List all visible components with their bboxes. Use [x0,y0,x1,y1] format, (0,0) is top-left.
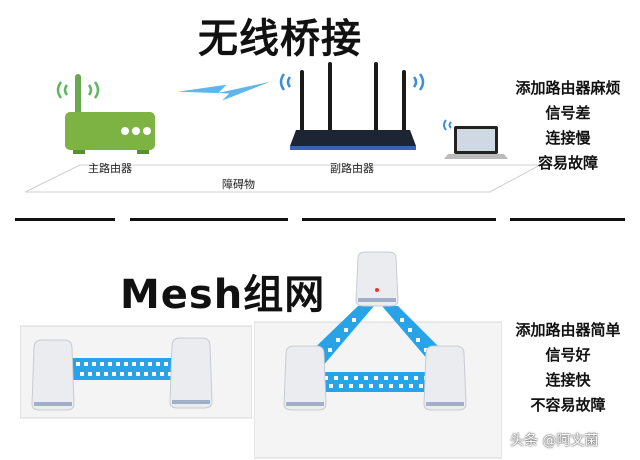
advantage-item: 添加路由器简单 [515,321,621,339]
mesh-advantages: 添加路由器简单 信号好 连接快 不容易故障 [498,318,638,418]
obstacle-label: 障碍物 [222,178,255,191]
mesh-title: Mesh组网 [120,272,326,318]
main-router-icon [56,74,155,154]
sub-router-label: 副路由器 [330,162,374,175]
mesh-two-node-diagram [20,325,252,419]
bridge-drawbacks: 添加路由器麻烦 信号差 连接慢 容易故障 [498,76,638,176]
section-divider [130,218,288,221]
drawback-item: 信号差 [545,104,591,122]
drawback-item: 连接慢 [545,129,591,147]
floor-plane [24,164,540,193]
advantage-item: 连接快 [545,371,591,389]
advantage-item: 信号好 [545,346,591,364]
section-divider [15,218,115,221]
drawback-item: 添加路由器麻烦 [515,79,621,97]
section-divider [302,218,496,221]
laptop-icon [443,119,508,159]
sub-router-icon [279,62,425,150]
main-router-label: 主路由器 [88,162,132,175]
section-divider [510,218,625,221]
mesh-triangle-diagram [254,251,502,459]
watermark: 头条 @阿文菌 [510,433,599,449]
bridge-title: 无线桥接 [198,16,362,62]
signal-bolt-icon [171,79,277,103]
drawback-item: 容易故障 [537,154,598,172]
advantage-item: 不容易故障 [530,396,606,414]
